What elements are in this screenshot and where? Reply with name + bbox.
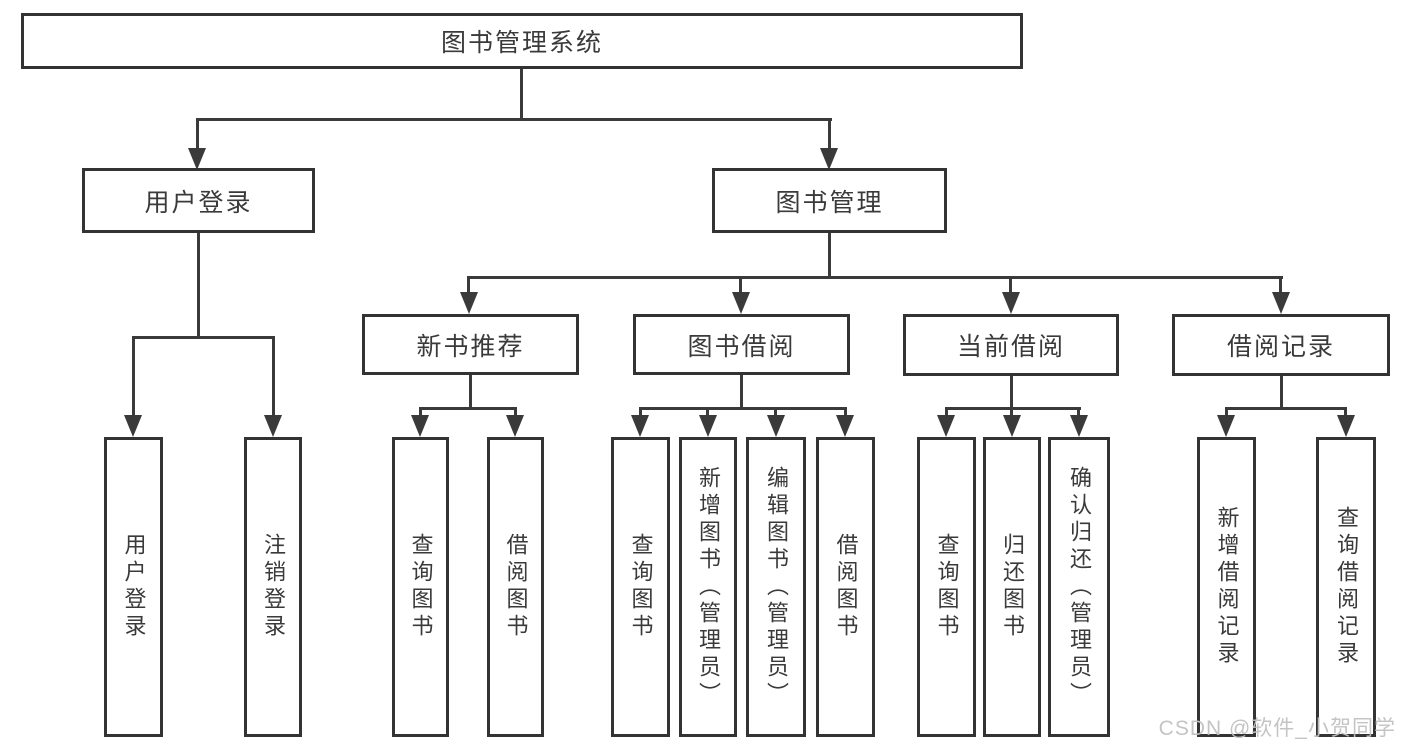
leaf-user-login: 用户登录 (104, 437, 163, 737)
connector-book-borrow-stem (740, 375, 743, 407)
arrow-down-icon (631, 415, 649, 437)
connector-to-book-borrow (739, 276, 742, 295)
leaf-add-books-admin: 新增图书（管理员） (679, 437, 737, 737)
connector-leaf (945, 407, 948, 417)
connector-to-borrow-records (1279, 276, 1282, 295)
leaf-label: 查询图书 (408, 533, 434, 641)
leaf-query-books-borrow: 查询图书 (611, 437, 670, 737)
connector-user-login-stem (197, 233, 200, 336)
node-label: 新书推荐 (416, 332, 525, 361)
connector-leaf (706, 407, 709, 417)
arrow-down-icon (1217, 415, 1235, 437)
arrow-down-icon (506, 415, 524, 437)
leaf-label: 新增借阅记录 (1214, 506, 1240, 668)
arrow-down-icon (1337, 415, 1355, 437)
leaf-label: 查询图书 (628, 533, 654, 641)
leaf-query-borrow-record: 查询借阅记录 (1316, 437, 1376, 737)
connector-leaf (844, 407, 847, 417)
connector-to-book-management (828, 118, 831, 150)
leaf-logout: 注销登录 (244, 437, 302, 737)
connector-leaf (419, 407, 422, 417)
connector-leaf (1344, 407, 1347, 417)
arrow-down-icon (732, 292, 750, 314)
node-label: 图书借阅 (687, 332, 796, 361)
leaf-return-books: 归还图书 (983, 437, 1041, 737)
arrow-down-icon (937, 415, 955, 437)
arrow-down-icon (188, 148, 206, 170)
leaf-label: 新增图书（管理员） (696, 465, 721, 709)
leaf-label: 注销登录 (261, 533, 286, 641)
connector-leaf (1225, 407, 1228, 417)
connector-root-bar (196, 118, 832, 121)
connector-user-login-bar (132, 336, 275, 339)
leaf-label: 借阅图书 (503, 533, 529, 641)
leaf-label: 用户登录 (121, 533, 147, 641)
node-label: 图书管理系统 (440, 29, 603, 57)
connector-leaf (639, 407, 642, 417)
arrow-down-icon (836, 415, 854, 437)
connector-borrow-records-bar (1225, 407, 1347, 410)
node-label: 用户登录 (144, 188, 253, 217)
node-book-borrow: 图书借阅 (633, 314, 850, 375)
connector-leaf (774, 407, 777, 417)
node-current-borrow: 当前借阅 (903, 314, 1119, 376)
leaf-label: 编辑图书（管理员） (764, 465, 789, 709)
arrow-down-icon (820, 148, 838, 170)
connector-new-book-stem (469, 375, 472, 407)
connector-to-current-borrow (1009, 276, 1012, 295)
connector-current-borrow-bar (945, 407, 1081, 410)
node-label: 借阅记录 (1226, 333, 1335, 361)
node-user-login: 用户登录 (82, 168, 315, 233)
connector-root-stem (520, 69, 523, 118)
arrow-down-icon (1272, 292, 1290, 314)
connector-leaf (514, 407, 517, 417)
leaf-label: 查询借阅记录 (1334, 506, 1359, 668)
arrow-down-icon (767, 415, 785, 437)
connector-to-leaf-user-login (132, 336, 135, 416)
connector-to-new-book (467, 276, 470, 295)
leaf-label: 借阅图书 (833, 533, 859, 641)
connector-borrow-records-stem (1280, 375, 1283, 407)
leaf-borrow-books: 借阅图书 (816, 437, 875, 737)
leaf-query-books-recommend: 查询图书 (392, 437, 449, 737)
arrow-down-icon (699, 415, 717, 437)
connector-to-user-login (196, 118, 199, 150)
arrow-down-icon (460, 292, 478, 314)
arrow-down-icon (264, 415, 282, 437)
node-new-book-recommend: 新书推荐 (362, 314, 579, 375)
leaf-query-books-current: 查询图书 (917, 437, 976, 737)
connector-book-mgmt-bar (467, 276, 1283, 279)
leaf-label: 确认归还（管理员） (1067, 465, 1092, 709)
node-borrow-records: 借阅记录 (1172, 314, 1390, 376)
connector-book-borrow-bar (639, 407, 847, 410)
connector-current-borrow-stem (1010, 375, 1013, 407)
leaf-label: 归还图书 (1000, 533, 1025, 641)
arrow-down-icon (1070, 415, 1088, 437)
connector-to-leaf-logout (272, 336, 275, 416)
leaf-add-borrow-record: 新增借阅记录 (1197, 437, 1256, 737)
connector-new-book-bar (419, 407, 517, 410)
arrow-down-icon (124, 415, 142, 437)
arrow-down-icon (411, 415, 429, 437)
arrow-down-icon (1002, 292, 1020, 314)
node-library-management-system: 图书管理系统 (21, 13, 1023, 69)
connector-leaf (1077, 407, 1080, 417)
connector-book-mgmt-stem (828, 233, 831, 276)
leaf-confirm-return-admin: 确认归还（管理员） (1048, 437, 1110, 737)
arrow-down-icon (1003, 415, 1021, 437)
leaf-label: 查询图书 (934, 533, 960, 641)
node-label: 当前借阅 (956, 333, 1065, 361)
leaf-edit-books-admin: 编辑图书（管理员） (746, 437, 806, 737)
connector-leaf (1010, 407, 1013, 417)
csdn-watermark: CSDN @软件_小贺同学 (1158, 717, 1396, 740)
node-book-management: 图书管理 (712, 168, 947, 233)
leaf-borrow-books-recommend: 借阅图书 (487, 437, 544, 737)
node-label: 图书管理 (775, 188, 884, 217)
